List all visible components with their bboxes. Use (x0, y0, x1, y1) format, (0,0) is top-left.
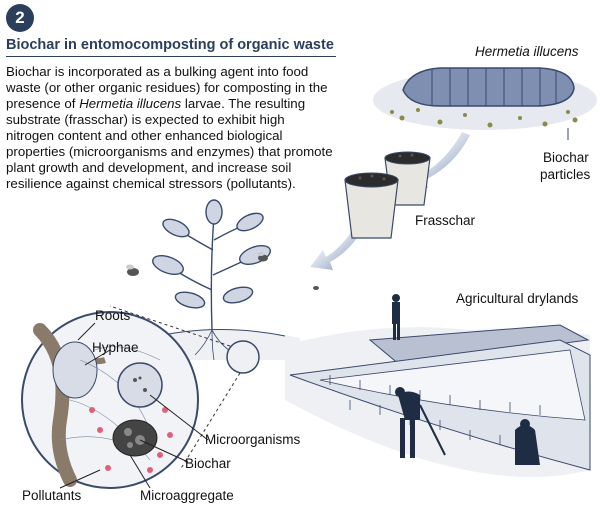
panel-number-badge: 2 (6, 4, 34, 32)
title-divider (6, 56, 336, 57)
label-microaggregate: Microaggregate (140, 488, 234, 503)
bee-icon (126, 264, 139, 276)
description-part-2: larvae. The resulting substrate (frassch… (6, 96, 333, 191)
bee-icon (257, 252, 268, 262)
label-agricultural-drylands: Agricultural drylands (456, 291, 579, 306)
frasschar-cups (344, 151, 431, 239)
farmer-figure (515, 419, 540, 465)
larva-illustration (373, 67, 597, 140)
panel-description: Biochar is incorporated as a bulking age… (6, 64, 336, 192)
label-microorganisms: Microorganisms (205, 432, 301, 447)
bee-icon (313, 286, 319, 290)
magnified-soil-circle (21, 305, 241, 489)
panel-title: Biochar in entomocomposting of organic w… (6, 37, 334, 53)
flow-arrow-larva-to-frasschar (405, 132, 470, 188)
label-biochar: Biochar (185, 456, 231, 471)
label-frasschar: Frasschar (415, 213, 476, 228)
description-species: Hermetia illucens (79, 96, 182, 111)
label-hyphae: Hyphae (92, 340, 139, 355)
label-biochar-particles-line2: particles (540, 167, 591, 182)
drylands-illustration (285, 294, 591, 477)
zoom-source-circle (226, 340, 260, 374)
label-hermetia-illucens: Hermetia illucens (475, 44, 579, 59)
farmer-figure (392, 294, 400, 340)
farmer-figure (395, 387, 420, 458)
label-pollutants: Pollutants (22, 488, 82, 503)
description-part-1: Biochar is incorporated as a bulking age… (6, 64, 328, 111)
plant-illustration (152, 199, 271, 331)
label-roots: Roots (95, 308, 131, 323)
label-biochar-particles-line1: Biochar (543, 150, 589, 165)
